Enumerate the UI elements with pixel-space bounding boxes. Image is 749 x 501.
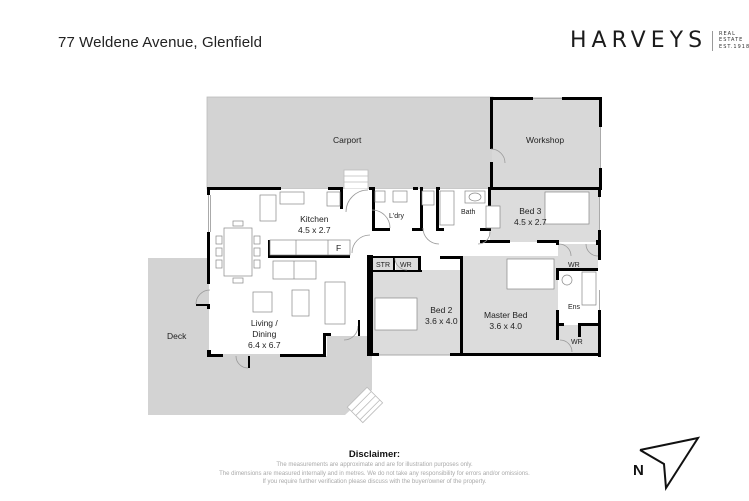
disclaimer-line: The dimensions are measured internally a… <box>219 470 530 477</box>
doors <box>195 148 599 369</box>
room-label-str: STR <box>376 262 390 269</box>
room-label-wr-master: WR <box>571 339 583 346</box>
room-label-bed3: Bed 3 4.5 x 2.7 <box>514 206 547 227</box>
disclaimer-title: Disclaimer: <box>348 449 401 460</box>
carport-steps <box>343 169 369 190</box>
fridge-label: F <box>336 243 342 253</box>
room-label-kitchen: Kitchen 4.5 x 2.7 <box>298 214 331 235</box>
disclaimer-line: The measurements are approximate and are… <box>276 462 473 468</box>
room-label-wr-bed3: WR <box>568 262 580 269</box>
compass-north-label: N <box>633 462 644 479</box>
furniture <box>215 190 597 331</box>
room-label-bed2: Bed 2 3.6 x 4.0 <box>425 305 458 326</box>
room-label-living-dining: Living / Dining 6.4 x 6.7 <box>248 318 281 350</box>
room-label-laundry: L'dry <box>389 213 404 220</box>
brand-divider <box>712 30 714 51</box>
disclaimer: Disclaimer: The measurements are approxi… <box>0 449 749 487</box>
brand-logo: HARVEYS REAL ESTATE EST.1918 <box>570 28 749 53</box>
walls <box>207 97 602 357</box>
room-label-carport: Carport <box>333 135 362 145</box>
windows <box>208 98 601 356</box>
brand-tagline: REAL ESTATE EST.1918 <box>719 30 749 50</box>
brand-name: HARVEYS <box>570 28 708 53</box>
room-label-ensuite: Ens <box>568 304 581 311</box>
workshop-area <box>492 97 600 189</box>
room-label-master-bed: Master Bed 3.6 x 4.0 <box>484 310 528 331</box>
room-label-bath: Bath <box>461 209 476 216</box>
property-address: 77 Weldene Avenue, Glenfield <box>58 34 263 51</box>
room-label-deck: Deck <box>167 331 187 341</box>
room-label-workshop: Workshop <box>526 135 565 145</box>
room-label-wr-hall: WR <box>400 262 412 269</box>
disclaimer-line: If you require further verification plea… <box>262 479 487 485</box>
deck-area <box>148 258 384 424</box>
compass-arrow-icon <box>639 436 701 492</box>
north-compass: N <box>628 436 708 497</box>
